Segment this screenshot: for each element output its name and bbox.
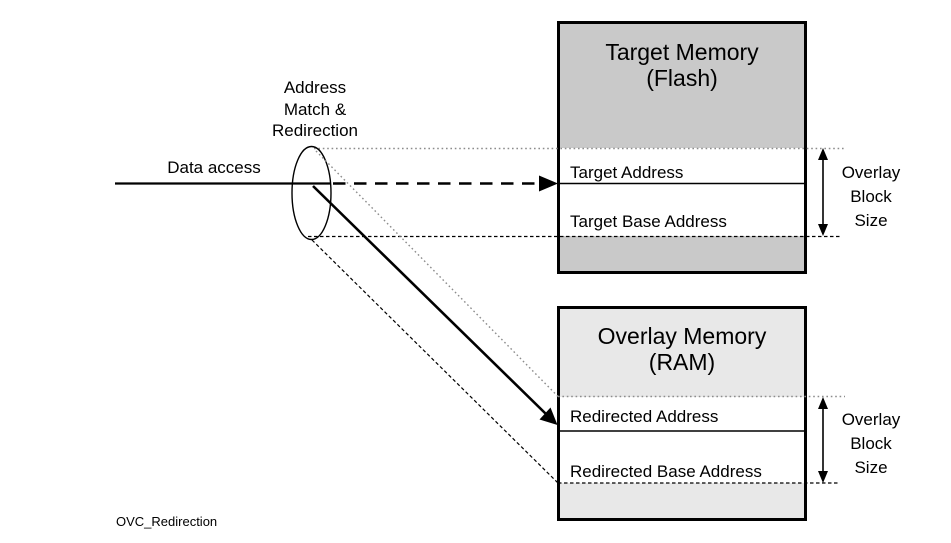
overlay-measure-arrowhead-down-icon <box>818 471 828 483</box>
redirected-base-address-label: Redirected Base Address <box>570 462 762 481</box>
overlay-overlay-block-size-line1: Overlay <box>841 410 901 429</box>
data-access-label: Data access <box>167 158 261 177</box>
target-memory-title-line1: Target Memory <box>605 39 759 65</box>
address-match-label: Address Match & Redirection <box>240 77 390 142</box>
overlay-memory-title-line2: (RAM) <box>648 349 716 375</box>
address-match-line1: Address <box>283 78 347 97</box>
figure-caption: OVC_Redirection <box>116 514 218 529</box>
target-overlay-block-size-line1: Overlay <box>841 163 901 182</box>
overlay-overlay-block-band <box>560 397 804 483</box>
redirected-address-label: Redirected Address <box>570 407 719 426</box>
target-measure-arrowhead-down-icon <box>818 224 828 236</box>
target-address-arrowhead-icon <box>539 175 558 192</box>
redirect-bottom-dashed-diagonal <box>311 239 559 484</box>
target-overlay-block-band <box>560 148 804 236</box>
target-overlay-block-size-label: Overlay Block Size <box>838 161 904 233</box>
target-measure-arrowhead-up-icon <box>818 148 828 160</box>
target-overlay-block-size-line2: Block <box>850 187 892 206</box>
overlay-overlay-block-size-line2: Block <box>850 434 892 453</box>
target-base-address-label: Target Base Address <box>570 212 727 231</box>
target-memory-title-line2: (Flash) <box>646 65 718 91</box>
target-address-label: Target Address <box>570 163 684 182</box>
redirected-address-arrowhead-icon <box>539 407 558 425</box>
address-match-ellipse-icon <box>291 145 332 241</box>
redirected-address-arrow-line <box>312 185 547 415</box>
overlay-overlay-block-size-line3: Size <box>854 458 888 477</box>
overlay-measure-arrowhead-up-icon <box>818 397 828 409</box>
address-match-line3: Redirection <box>272 121 358 140</box>
overlay-memory-title-line1: Overlay Memory <box>597 323 767 349</box>
address-match-line2: Match & <box>283 99 347 119</box>
target-memory-title: Target Memory (Flash) <box>557 39 807 91</box>
overlay-overlay-block-size-label: Overlay Block Size <box>838 408 904 480</box>
overlay-memory-title: Overlay Memory (RAM) <box>557 323 807 375</box>
redirect-top-dotted-diagonal <box>315 150 559 397</box>
target-overlay-block-size-line3: Size <box>854 211 888 230</box>
